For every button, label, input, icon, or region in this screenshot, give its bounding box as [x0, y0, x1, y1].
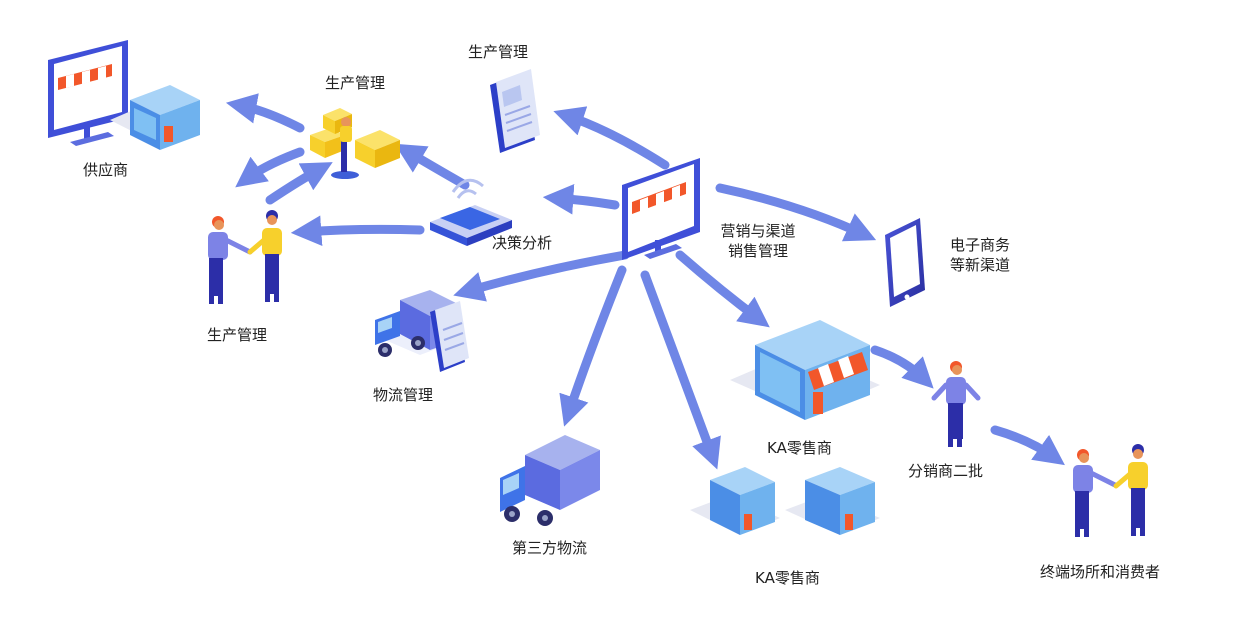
label-ecommerce: 电子商务 等新渠道	[950, 235, 1010, 275]
third-party-truck-icon	[500, 435, 600, 526]
ka-store-bottom-left-icon	[690, 467, 780, 535]
production-people-icon	[208, 210, 282, 304]
production-boxes-icon	[310, 108, 400, 179]
arrow-center-to-tablet	[715, 183, 877, 242]
label-distributor: 分销商二批	[908, 462, 984, 480]
label-production-docs: 生产管理	[468, 43, 529, 61]
supplier-store-icon	[110, 85, 200, 150]
terminal-people-icon	[1073, 444, 1148, 537]
ka-store-bottom-right-icon	[785, 467, 880, 535]
label-production-top: 生产管理	[325, 74, 386, 92]
label-terminal: 终端场所和消费者	[1040, 563, 1161, 581]
arrow-center-to-decision	[542, 183, 620, 215]
arrow-decision-to-people	[290, 215, 425, 246]
label-supplier: 供应商	[83, 161, 129, 179]
label-marketing-line1: 营销与渠道	[720, 222, 796, 240]
label-production-people: 生产管理	[207, 326, 268, 344]
arrow-distributor-to-terminal	[990, 425, 1065, 466]
arrow-decision-to-production	[394, 143, 470, 190]
label-logistics-mgmt: 物流管理	[373, 386, 434, 404]
arrow-ka-to-distributor	[870, 345, 934, 389]
arrow-people-to-production	[265, 162, 333, 205]
arrow-production-to-people	[235, 147, 305, 188]
production-documents-icon	[490, 69, 540, 153]
tablet-icon	[885, 218, 925, 307]
arrow-production-to-supplier	[225, 93, 305, 133]
arrow-center-to-docs	[553, 106, 670, 170]
label-third-party-logistics: 第三方物流	[512, 539, 588, 557]
label-ka-retail-main: KA零售商	[767, 439, 832, 457]
arrow-center-to-truck	[559, 265, 627, 427]
arrows	[225, 93, 1065, 470]
label-ecommerce-line2: 等新渠道	[950, 256, 1011, 274]
ka-store-main-icon	[730, 320, 880, 420]
label-marketing: 营销与渠道 销售管理	[703, 221, 813, 261]
label-ecommerce-line1: 电子商务	[950, 236, 1011, 254]
distributor-person-icon	[931, 361, 981, 447]
arrow-center-to-ka-store	[675, 250, 770, 328]
supplier-monitor-icon	[48, 40, 128, 146]
label-marketing-line2: 销售管理	[727, 242, 788, 260]
arrow-center-to-stores-bottom	[640, 270, 721, 470]
label-ka-retail-bottom: KA零售商	[755, 569, 820, 587]
label-decision: 决策分析	[492, 234, 553, 252]
decision-router-icon	[430, 178, 512, 246]
logistics-truck-icon	[375, 290, 469, 372]
central-monitor-icon	[622, 158, 700, 260]
arrow-center-to-logistics	[453, 250, 630, 302]
